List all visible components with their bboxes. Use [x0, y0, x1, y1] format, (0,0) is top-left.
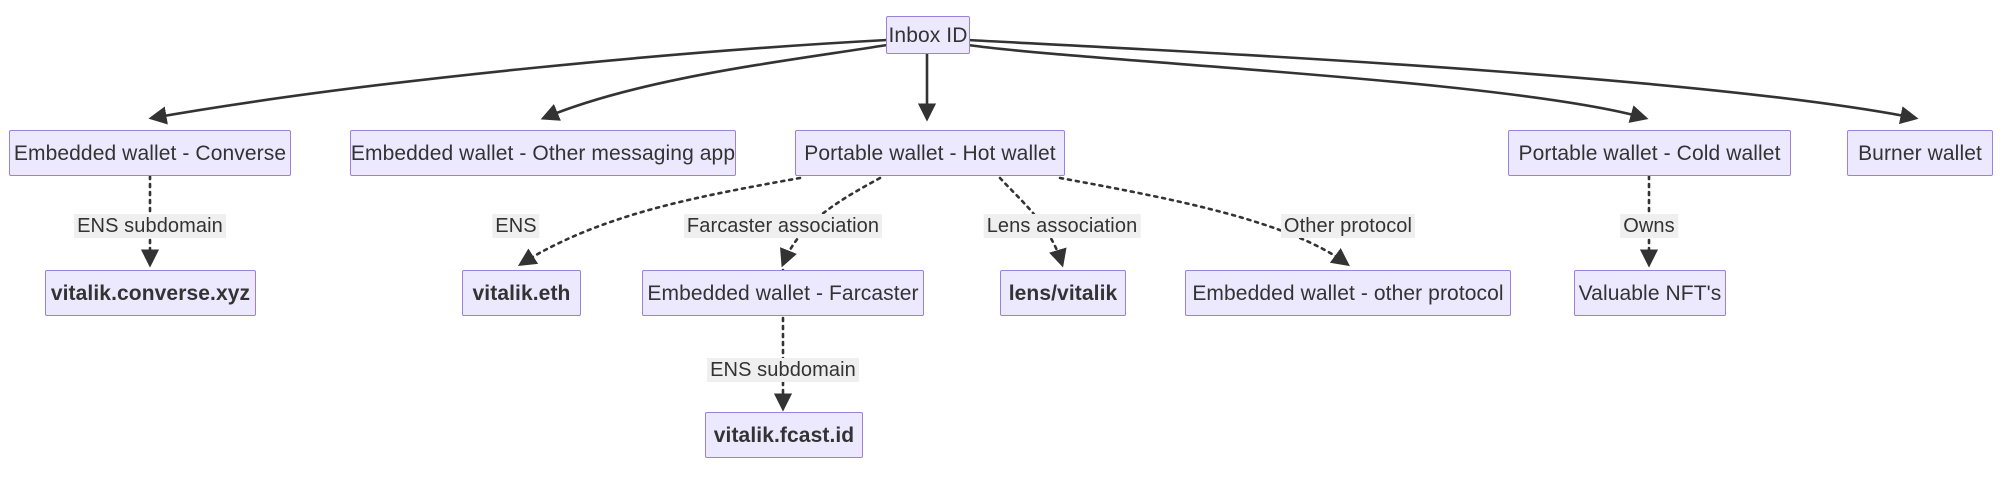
edge-inbox-to-embedded-other-messaging	[540, 43, 888, 121]
node-embedded-wallet-converse[interactable]: Embedded wallet - Converse	[9, 130, 291, 176]
edge-label-farcaster-association: Farcaster association	[683, 214, 883, 238]
edge-inbox-to-embedded-converse	[148, 38, 888, 125]
edge-label-ens-subdomain-farcaster: ENS subdomain	[707, 358, 859, 382]
node-valuable-nfts-label: Valuable NFT's	[1578, 281, 1722, 305]
node-lens-vitalik[interactable]: lens/vitalik	[1000, 270, 1126, 316]
node-portable-wallet-cold-wallet-label: Portable wallet - Cold wallet	[1518, 141, 1781, 165]
node-embedded-wallet-farcaster[interactable]: Embedded wallet - Farcaster	[642, 270, 924, 316]
node-vitalik-fcast-id-label: vitalik.fcast.id	[713, 423, 855, 447]
edge-label-ens: ENS	[492, 214, 540, 238]
node-embedded-wallet-other-messaging-app-label: Embedded wallet - Other messaging app	[350, 141, 736, 165]
node-embedded-wallet-converse-label: Embedded wallet - Converse	[13, 141, 287, 165]
node-portable-wallet-cold-wallet[interactable]: Portable wallet - Cold wallet	[1508, 130, 1791, 176]
edge-inbox-to-burner-wallet	[967, 38, 1919, 125]
node-vitalik-eth[interactable]: vitalik.eth	[462, 270, 581, 316]
node-portable-wallet-hot-wallet-label: Portable wallet - Hot wallet	[804, 141, 1056, 165]
edge-label-other-protocol: Other protocol	[1280, 214, 1416, 238]
edge-label-owns: Owns	[1620, 214, 1678, 238]
node-vitalik-eth-label: vitalik.eth	[472, 281, 571, 305]
edge-hot-wallet-to-embedded-farcaster	[780, 176, 882, 268]
node-vitalik-fcast-id[interactable]: vitalik.fcast.id	[705, 412, 863, 458]
node-embedded-wallet-other-protocol[interactable]: Embedded wallet - other protocol	[1185, 270, 1511, 316]
node-vitalik-converse-xyz-label: vitalik.converse.xyz	[50, 281, 251, 305]
edge-hot-wallet-to-vitalik-eth	[517, 176, 802, 266]
node-vitalik-converse-xyz[interactable]: vitalik.converse.xyz	[45, 270, 256, 316]
node-embedded-wallet-other-messaging-app[interactable]: Embedded wallet - Other messaging app	[350, 130, 736, 176]
node-inbox-id-label: Inbox ID	[888, 23, 968, 47]
node-embedded-wallet-farcaster-label: Embedded wallet - Farcaster	[647, 281, 919, 305]
edge-label-lens-association: Lens association	[983, 214, 1141, 238]
root-edges	[148, 38, 1919, 125]
node-inbox-id[interactable]: Inbox ID	[886, 16, 970, 54]
node-embedded-wallet-other-protocol-label: Embedded wallet - other protocol	[1192, 281, 1504, 305]
edge-label-ens-subdomain-converse: ENS subdomain	[74, 214, 226, 238]
edge-inbox-to-portable-cold-wallet	[967, 43, 1649, 123]
node-burner-wallet-label: Burner wallet	[1858, 141, 1982, 165]
node-portable-wallet-hot-wallet[interactable]: Portable wallet - Hot wallet	[795, 130, 1065, 176]
node-lens-vitalik-label: lens/vitalik	[1008, 281, 1118, 305]
edge-hot-wallet-to-embedded-other-protocol	[1058, 176, 1350, 267]
node-valuable-nfts[interactable]: Valuable NFT's	[1574, 270, 1726, 316]
node-burner-wallet[interactable]: Burner wallet	[1847, 130, 1993, 176]
